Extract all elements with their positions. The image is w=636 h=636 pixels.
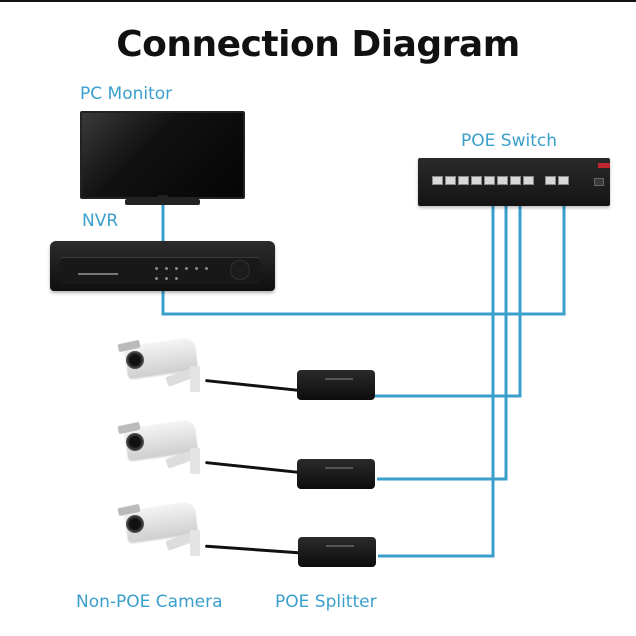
wire-switch-splitter-2 <box>377 196 508 481</box>
camera-lens <box>126 515 144 533</box>
camera-lens <box>126 433 144 451</box>
nvr-button <box>175 267 178 270</box>
poe-splitter <box>298 537 376 567</box>
poe-splitter-label: POE Splitter <box>275 592 377 612</box>
non-poe-camera <box>108 500 203 570</box>
camera-mount <box>190 366 200 392</box>
camera-mount <box>190 530 200 556</box>
poe-splitter <box>297 459 375 489</box>
nvr-button <box>175 277 178 280</box>
switch-port <box>471 176 482 185</box>
monitor-neck <box>158 195 168 201</box>
nvr-button <box>195 267 198 270</box>
switch-port <box>458 176 469 185</box>
camera-mount <box>190 448 200 474</box>
switch-uplink-port <box>558 176 569 185</box>
switch-brand-badge <box>598 163 610 168</box>
wire-switch-splitter-3 <box>378 196 495 558</box>
nvr-model-text <box>78 273 118 275</box>
splitter-label-print <box>326 545 354 547</box>
wire-nvr-switch <box>161 196 566 316</box>
nvr-button <box>185 267 188 270</box>
non-poe-camera-label: Non-POE Camera <box>76 592 223 612</box>
switch-port <box>432 176 443 185</box>
poe-switch-device <box>418 158 610 206</box>
camera-lens <box>126 351 144 369</box>
wire-switch-splitter-1 <box>375 196 522 398</box>
pc-monitor-label: PC Monitor <box>80 84 173 104</box>
nvr-button <box>165 267 168 270</box>
nvr-button <box>155 267 158 270</box>
nvr-front-panel <box>60 257 260 284</box>
non-poe-camera <box>108 418 203 488</box>
switch-sfp-port <box>594 178 604 186</box>
switch-uplink-port <box>545 176 556 185</box>
nvr-button <box>155 277 158 280</box>
monitor-stand <box>125 199 200 205</box>
switch-port <box>497 176 508 185</box>
nvr-device <box>50 241 275 291</box>
splitter-label-print <box>325 467 353 469</box>
nvr-button <box>205 267 208 270</box>
splitter-label-print <box>325 378 353 380</box>
nvr-button <box>165 277 168 280</box>
poe-switch-label: POE Switch <box>461 131 557 151</box>
switch-port <box>523 176 534 185</box>
monitor-screen <box>80 111 245 199</box>
top-border <box>0 0 636 2</box>
nvr-jog-dial <box>230 260 250 280</box>
switch-port <box>510 176 521 185</box>
poe-splitter <box>297 370 375 400</box>
diagram-title: Connection Diagram <box>116 24 520 65</box>
switch-port <box>445 176 456 185</box>
non-poe-camera <box>108 336 203 406</box>
switch-port <box>484 176 495 185</box>
nvr-label: NVR <box>82 211 119 231</box>
